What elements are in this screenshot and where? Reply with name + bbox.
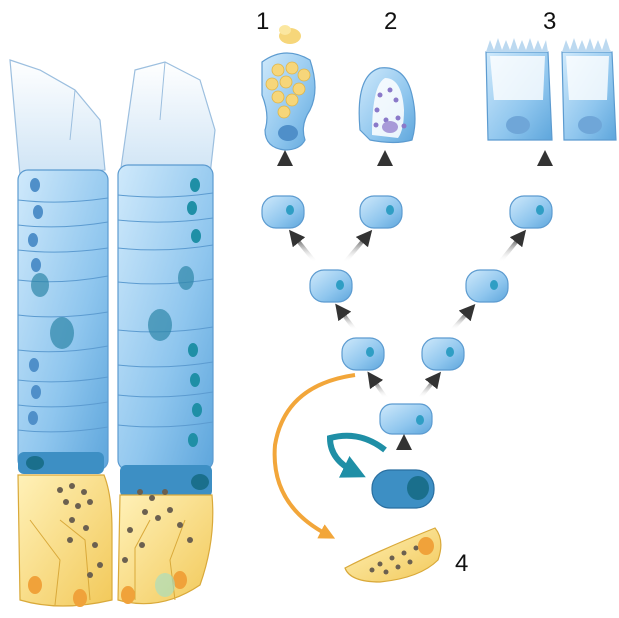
mature-cell-3 [486, 38, 616, 140]
label-2: 2 [384, 10, 397, 34]
label-4: 4 [455, 552, 468, 576]
self-renewal-arrow [330, 436, 385, 472]
stem-cell [372, 470, 434, 508]
paneth-lineage-arrow [275, 375, 355, 535]
differentiation-tree [262, 25, 616, 582]
progenitor-cells [262, 196, 552, 434]
intestinal-crypt [10, 60, 215, 607]
paneth-cell [345, 528, 441, 582]
mature-cell-2 [359, 68, 415, 143]
label-3: 3 [543, 10, 556, 34]
label-1: 1 [256, 10, 269, 34]
mature-cell-1 [262, 25, 315, 150]
